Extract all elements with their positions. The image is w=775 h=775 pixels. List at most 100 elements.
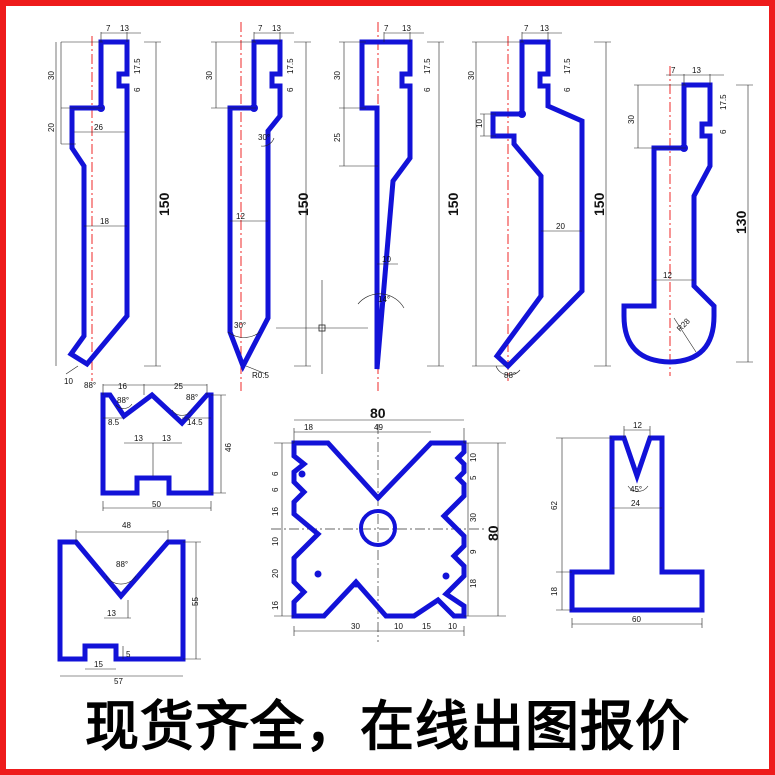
t1-angle: 88° (84, 381, 96, 390)
punch-tool-4: 7 13 30 17.5 6 10 20 150 88° (467, 24, 611, 381)
t4-dim-150: 150 (591, 192, 607, 216)
t2-dim-150: 150 (295, 192, 311, 216)
t2-radius: R0.5 (252, 371, 269, 380)
t2-dim-30: 30 (205, 71, 214, 80)
d1-dim-46: 46 (224, 443, 233, 452)
t3-dim-13: 13 (402, 24, 411, 33)
t3-dim-30: 30 (333, 71, 342, 80)
t1-dim-30: 30 (47, 71, 56, 80)
d2-dim-80-top: 80 (370, 405, 386, 421)
d2-dim-49: 49 (374, 423, 383, 432)
t1-dim-26: 26 (94, 123, 103, 132)
d2-r1: 10 (469, 453, 478, 462)
t4-dim-6: 6 (563, 87, 572, 92)
d2-r5: 18 (469, 579, 478, 588)
d1-dim-14: 14.5 (187, 418, 203, 427)
die-3-t-shape: 12 45° 24 62 18 60 (550, 421, 705, 628)
t5-dim-7: 7 (671, 66, 676, 75)
d2-l6: 16 (271, 601, 280, 610)
t3-dim-10: 10 (382, 255, 391, 264)
d1-dim-16: 16 (118, 382, 127, 391)
t1-dim-13: 13 (120, 24, 129, 33)
die-1: 16 25 88° 88° 8.5 14.5 13 13 46 50 (100, 382, 233, 511)
d2-l3: 16 (271, 507, 280, 516)
t2-dim-13: 13 (272, 24, 281, 33)
d3-dim-12: 12 (633, 421, 642, 430)
t1-dim-6: 6 (133, 87, 142, 92)
d2-l2: 6 (271, 487, 280, 492)
d3-dim-62: 62 (550, 501, 559, 510)
d2-r2: 5 (469, 475, 478, 480)
t5-dim-130: 130 (733, 210, 749, 234)
punch-tool-5: 7 13 30 17.5 6 12 R28 130 (621, 66, 753, 376)
d4-dim-15: 15 (94, 660, 103, 669)
t4-dim-20: 20 (556, 222, 565, 231)
t4-angle: 88° (504, 371, 516, 380)
d2-dim-80-side: 80 (485, 525, 501, 541)
d2-r4: 9 (469, 549, 478, 554)
t2-angle-tip: 30° (234, 321, 246, 330)
t2-dim-12: 12 (236, 212, 245, 221)
d1-dim-13a: 13 (134, 434, 143, 443)
t2-dim-7: 7 (258, 24, 263, 33)
t4-dim-30: 30 (467, 71, 476, 80)
d2-l4: 10 (271, 537, 280, 546)
punch-tool-2: 7 13 30 17.5 6 30° 12 150 30° R0.5 (205, 22, 311, 391)
d2-dim-18: 18 (304, 423, 313, 432)
d4-dim-55: 55 (191, 597, 200, 606)
technical-drawing: 7 13 30 17.5 6 20 26 18 150 10 88° 7 13 … (47, 22, 753, 686)
d3-angle: 45° (630, 485, 642, 494)
t1-dim-7: 7 (106, 24, 111, 33)
t3-angle: 14° (378, 295, 390, 304)
t5-dim-13: 13 (692, 66, 701, 75)
t5-dim-17: 17.5 (719, 94, 728, 110)
die-2-profile (291, 440, 467, 619)
t1-dim-18: 18 (100, 217, 109, 226)
t4-dim-17: 17.5 (563, 58, 572, 74)
d2-b3: 15 (422, 622, 431, 631)
punch-tool-3: 7 13 30 17.5 6 25 10 14° 150 (333, 22, 461, 391)
d3-dim-60: 60 (632, 615, 641, 624)
d4-dim-13: 13 (107, 609, 116, 618)
die-4-profile (57, 539, 186, 662)
d1-angle-2: 88° (186, 393, 198, 402)
d2-b4: 10 (448, 622, 457, 631)
t5-dim-6: 6 (719, 129, 728, 134)
t1-dim-150: 150 (156, 192, 172, 216)
d2-l5: 20 (271, 569, 280, 578)
d4-angle: 88° (116, 560, 128, 569)
die-3-profile (569, 435, 705, 613)
t1-dim-10: 10 (64, 377, 73, 386)
cad-crosshair (276, 280, 368, 374)
t3-dim-17: 17.5 (423, 58, 432, 74)
die-2-four-way: 80 18 49 80 6 6 16 10 20 16 10 5 30 9 18… (271, 405, 506, 642)
t5-dim-12: 12 (663, 271, 672, 280)
t4-dim-7: 7 (524, 24, 529, 33)
d1-dim-25: 25 (174, 382, 183, 391)
t4-dim-13: 13 (540, 24, 549, 33)
d2-l1: 6 (271, 471, 280, 476)
t2-dim-17: 17.5 (286, 58, 295, 74)
t4-dim-10: 10 (475, 119, 484, 128)
d2-b2: 10 (394, 622, 403, 631)
t5-dim-30: 30 (627, 115, 636, 124)
die-4-v-block: 48 88° 13 55 5 15 57 (57, 521, 201, 686)
t3-dim-150: 150 (445, 192, 461, 216)
d1-angle-1: 88° (117, 396, 129, 405)
punch-1-profile (67, 39, 130, 368)
punch-5-profile (621, 82, 717, 365)
t3-dim-7: 7 (384, 24, 389, 33)
t2-dim-6: 6 (286, 87, 295, 92)
t1-dim-17: 17.5 (133, 58, 142, 74)
d4-dim-5: 5 (126, 650, 131, 659)
d1-dim-13b: 13 (162, 434, 171, 443)
t3-dim-25: 25 (333, 133, 342, 142)
t3-dim-6: 6 (423, 87, 432, 92)
d3-dim-18: 18 (550, 587, 559, 596)
die-1-profile (100, 391, 214, 496)
punch-3-profile (359, 39, 413, 370)
t2-angle-mid: 30° (258, 133, 270, 142)
d2-r3: 30 (469, 513, 478, 522)
d1-dim-50: 50 (152, 500, 161, 509)
t1-dim-20: 20 (47, 123, 56, 132)
